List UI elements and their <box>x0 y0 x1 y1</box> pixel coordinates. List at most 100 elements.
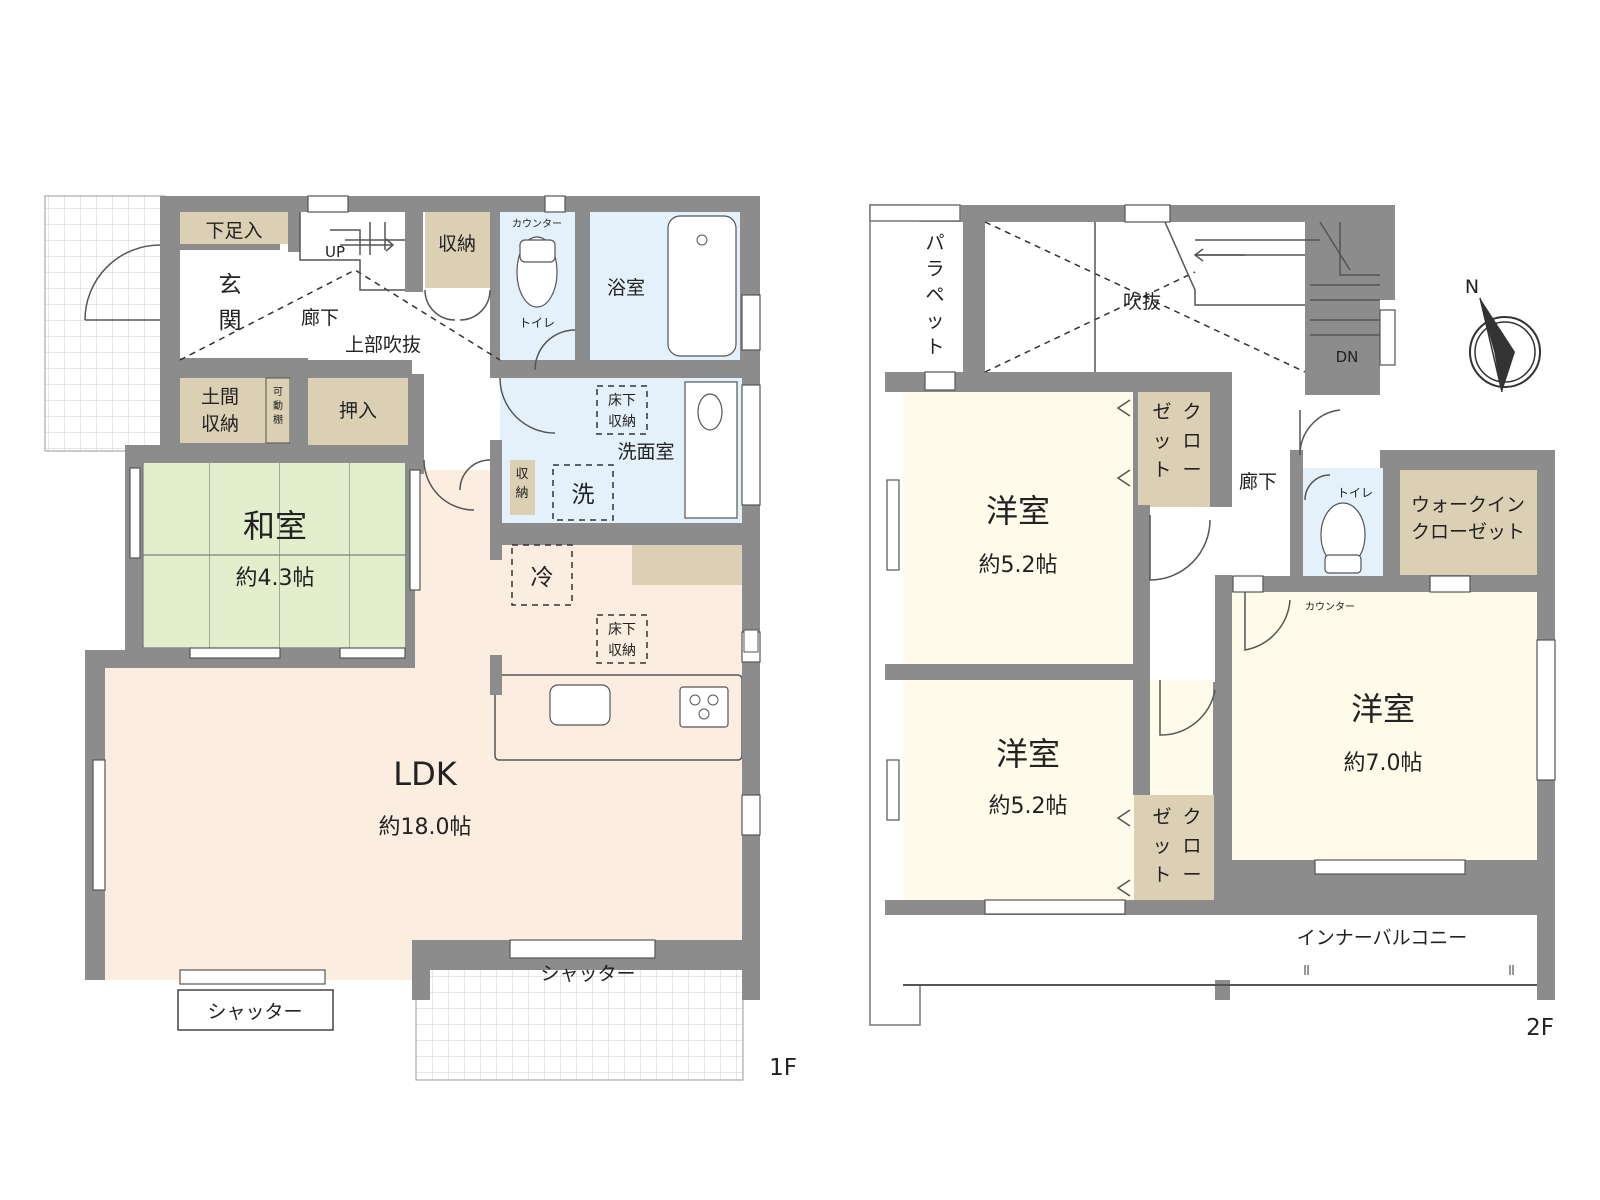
ldk-label: LDK <box>393 755 457 793</box>
washer-label: 洗 <box>572 482 595 508</box>
room-c-area: 約7.0帖 <box>1344 751 1423 776</box>
oshiire-label: 押入 <box>339 400 377 422</box>
closet-a-col1-3: ー <box>1182 459 1201 481</box>
small-storage-label-2: 納 <box>515 486 528 501</box>
wic-label-1: ウォークイン <box>1411 494 1525 516</box>
small-storage <box>510 460 535 515</box>
room-a-area: 約5.2帖 <box>979 553 1058 578</box>
hallway-lower <box>412 360 502 470</box>
entrance-label-2: 関 <box>219 308 242 334</box>
storage-doors[interactable] <box>424 289 491 321</box>
compass-north: N <box>1465 276 1479 298</box>
toilet-door[interactable] <box>534 329 576 371</box>
closet-a-col2-3: ト <box>1152 459 1171 481</box>
closet-top <box>1134 392 1214 507</box>
storage-top <box>425 212 490 288</box>
bath-label: 浴室 <box>607 277 645 299</box>
upper-void-label: 上部吹抜 <box>345 334 421 356</box>
counter-label-2f: カウンター <box>1305 601 1355 613</box>
closet-a-col2-1: ゼ <box>1152 401 1171 423</box>
small-storage-label-1: 収 <box>515 467 528 482</box>
room-a-label: 洋室 <box>986 492 1050 530</box>
closet-b-col2-2: ッ <box>1152 835 1171 857</box>
hallway-label-1f: 廊下 <box>301 307 339 329</box>
room-b-door[interactable] <box>1159 680 1216 736</box>
bathtub <box>667 215 737 357</box>
underfloor-label-1b: 収納 <box>608 414 636 430</box>
shelf <box>265 377 291 444</box>
ldk-area: 約18.0帖 <box>379 815 472 840</box>
parapet-room <box>903 222 963 372</box>
cooktop <box>679 686 729 728</box>
storage-label: 収納 <box>438 233 476 255</box>
doma-label-2: 収納 <box>201 413 239 435</box>
shutter-label-left: シャッター <box>207 1001 302 1023</box>
doma-label-1: 土間 <box>201 386 239 408</box>
wic-label-2: クローゼット <box>1411 521 1525 543</box>
kitchen-storage <box>632 545 742 585</box>
sink <box>549 684 611 726</box>
counter-label-1f: カウンター <box>512 218 562 230</box>
floor1-windows <box>92 195 761 985</box>
closet-b-col1-1: ク <box>1182 806 1201 828</box>
room-c-door[interactable] <box>1244 592 1291 651</box>
underfloor-storage-1 <box>596 385 648 435</box>
toilet-label-2f: トイレ <box>1337 486 1373 500</box>
parapet-char-3: ペ <box>925 284 944 306</box>
shoe-storage-label: 下足入 <box>205 220 262 242</box>
void-diagonal <box>179 269 501 361</box>
parapet-char-5: ト <box>925 336 944 358</box>
hallway-label-2f: 廊下 <box>1239 471 1277 493</box>
entrance-floor <box>180 250 280 360</box>
closet-markers <box>1116 399 1131 897</box>
room-b-label: 洋室 <box>996 735 1060 773</box>
shelf-label-3: 棚 <box>273 413 283 426</box>
entrance-porch <box>44 195 166 452</box>
underfloor-storage-2 <box>596 614 648 664</box>
floor2-label: 2F <box>1526 1015 1554 1041</box>
void-label-2f: 吹抜 <box>1123 291 1161 313</box>
washroom-door[interactable] <box>499 377 556 434</box>
closet-b-col1-3: ー <box>1182 864 1201 886</box>
shelf-label-2: 動 <box>273 399 283 412</box>
terrace <box>415 954 744 1081</box>
closet-b-col1-2: ロ <box>1182 835 1201 857</box>
hall-door[interactable] <box>423 459 491 511</box>
closet-a-col1-1: ク <box>1182 401 1201 423</box>
entrance-label-1: 玄 <box>219 272 242 298</box>
oshiire <box>308 378 408 456</box>
fridge-box <box>511 544 573 606</box>
stairs-down-label: DN <box>1336 348 1359 366</box>
stairs-up-label: UP <box>325 243 345 261</box>
floor-1: 下足入 玄 関 UP 廊下 上部吹抜 収納 カウンター トイレ 浴室 土間 収納… <box>44 195 797 1081</box>
shelf-label-1: 可 <box>273 387 283 398</box>
room-b-area: 約5.2帖 <box>989 794 1068 819</box>
parapet-char-4: ッ <box>925 310 944 332</box>
shoe-storage <box>180 212 288 244</box>
shutter-label-right: シャッター <box>540 963 635 985</box>
floor1-label: 1F <box>769 1055 797 1081</box>
entrance-door[interactable] <box>84 244 161 321</box>
stairs-1f <box>299 212 405 291</box>
room-c-label: 洋室 <box>1351 690 1415 728</box>
wic-floor <box>1400 470 1537 575</box>
room-a-door[interactable] <box>1149 515 1211 581</box>
closet-bottom <box>1134 795 1214 900</box>
shutter-box-left <box>177 989 334 1031</box>
toilet-2f-door[interactable] <box>1299 409 1341 456</box>
balcony-floor <box>903 915 1537 985</box>
closet-a-col1-2: ロ <box>1182 430 1201 452</box>
washroom-label: 洗面室 <box>617 441 674 463</box>
balcony-marks <box>1304 965 1514 975</box>
fridge-label: 冷 <box>531 565 554 591</box>
floor-2: N パ ラ ペ ッ ト 吹抜 DN ク ロ ー ゼ ッ ト 廊下 トイレ カウン… <box>869 204 1556 1041</box>
balcony-label: インナーバルコニー <box>1297 927 1467 949</box>
ldk-floor <box>103 470 742 980</box>
door-step <box>743 629 759 653</box>
washer-box <box>552 464 614 521</box>
room-c-floor <box>1232 592 1537 860</box>
parapet-char-2: ラ <box>925 258 944 280</box>
stairs-2f <box>1094 221 1380 372</box>
parapet-char-1: パ <box>925 232 944 254</box>
